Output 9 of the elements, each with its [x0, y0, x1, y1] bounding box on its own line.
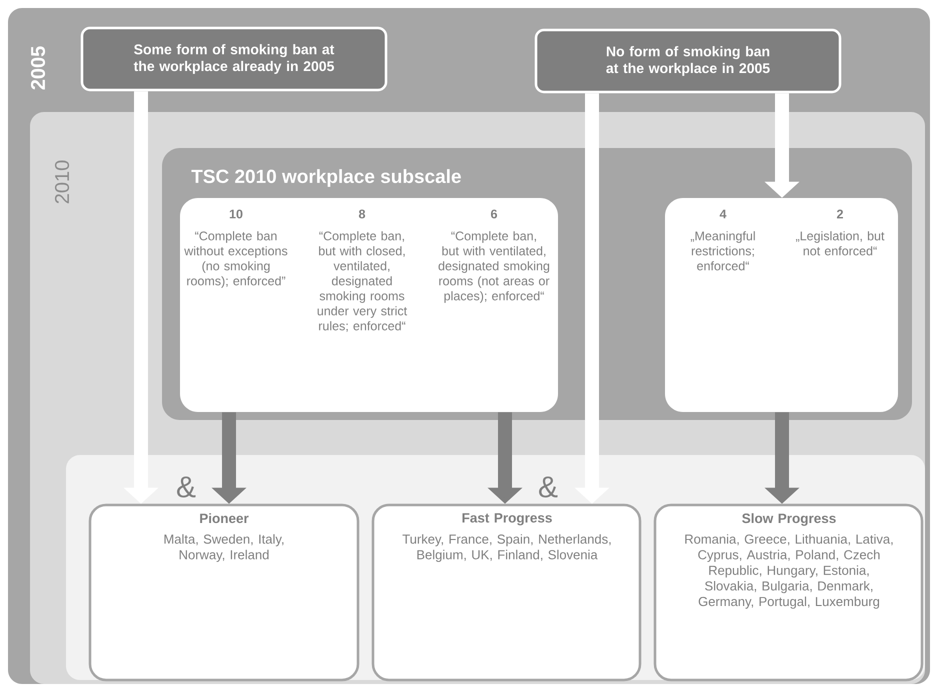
score-box: 4 „Meaningful restrictions; enforced“ 2 „Legislation, but not enforced“	[665, 198, 898, 412]
category-box: Some form of smoking ban at the workplace already in 2005	[80, 26, 388, 92]
ampersand: &	[177, 476, 196, 498]
result-box: Slow Progress Romania, Greece, Lithuania, Lativa, Cyprus, Austria, Poland, Czech Republic, Hungary, Estonia, Slovakia, Bulgaria, Denmark, Germany, Portugal, Luxemburg	[654, 504, 924, 682]
result-box: Fast Progress Turkey, France, Spain, Netherlands, Belgium, UK, Finland, Slovenia	[372, 504, 642, 682]
result-box: Pioneer Malta, Sweden, Italy, Norway, Ireland	[88, 504, 360, 682]
ampersand: &	[539, 476, 558, 498]
score-box: 10 “Complete ban without exceptions (no smoking rooms); enforced” 8 “Complete ban, but with closed, ventilated, designated smoking rooms under very strict rules; enforced“ 6 “Complete ban, but with ventilated, designated smoking rooms (not areas or places); enforced“	[180, 198, 558, 412]
category-box: No form of smoking ban at the workplace in 2005	[534, 28, 842, 94]
